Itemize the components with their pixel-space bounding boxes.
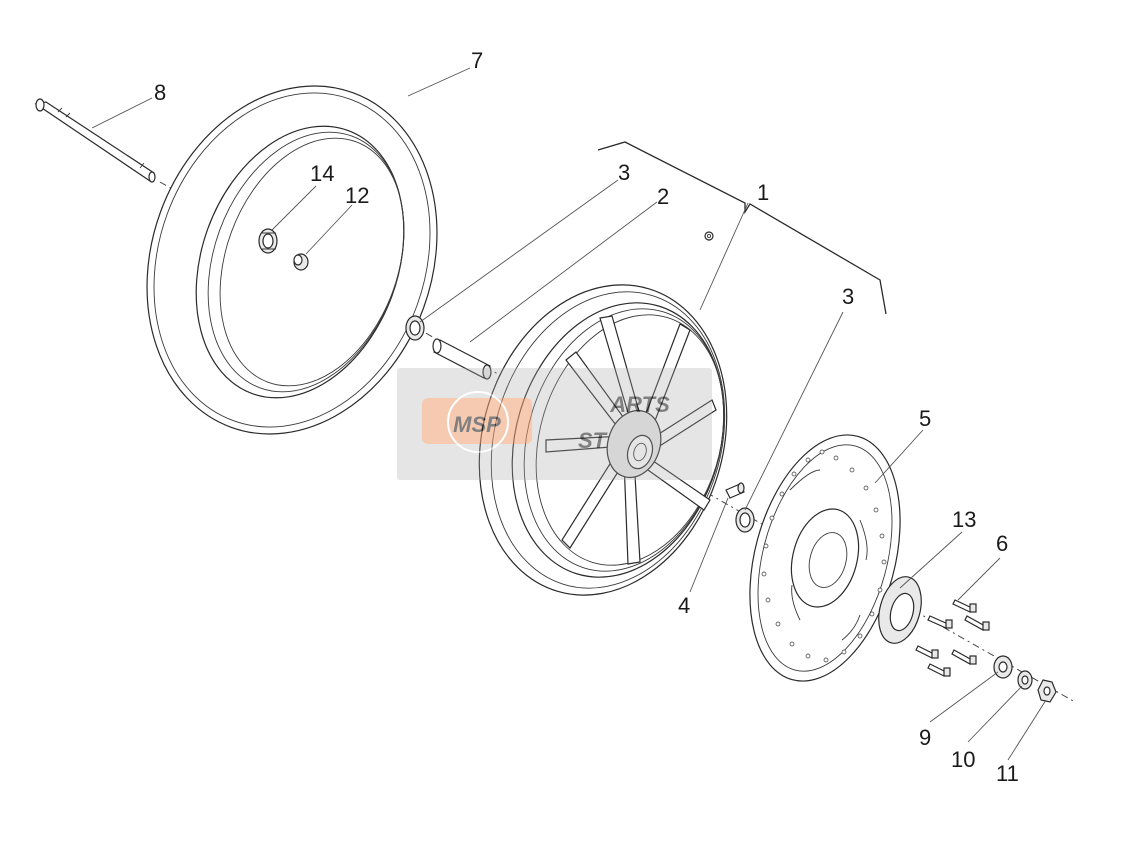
callout-2: 2 bbox=[657, 184, 669, 209]
washer-10 bbox=[1017, 670, 1033, 690]
callout-3-right: 3 bbox=[842, 284, 854, 309]
watermark-line1: ARTS bbox=[609, 392, 670, 417]
callout-3-left: 3 bbox=[618, 160, 630, 185]
bearing-left bbox=[405, 315, 425, 341]
valve bbox=[704, 231, 714, 241]
pin-4 bbox=[725, 482, 745, 499]
nut-11 bbox=[1037, 679, 1057, 703]
leader-lines bbox=[91, 67, 1047, 761]
callout-1: 1 bbox=[757, 180, 769, 205]
bushing-12 bbox=[293, 253, 309, 271]
callout-7: 7 bbox=[471, 48, 483, 73]
axle-shaft bbox=[34, 98, 156, 183]
bearing-right bbox=[735, 507, 755, 533]
callout-6: 6 bbox=[996, 531, 1008, 556]
spacer-tube bbox=[432, 338, 492, 380]
watermark: MSP ARTS ST bbox=[397, 368, 712, 480]
callout-5: 5 bbox=[919, 406, 931, 431]
rim-spokes bbox=[545, 315, 717, 565]
callout-4: 4 bbox=[678, 593, 690, 618]
callout-labels: 1 2 3 3 4 5 6 7 8 9 10 11 12 13 14 bbox=[154, 48, 1019, 786]
watermark-logo-text: MSP bbox=[453, 412, 501, 437]
callout-9: 9 bbox=[919, 725, 931, 750]
spacer-9 bbox=[993, 655, 1013, 679]
callout-8: 8 bbox=[154, 80, 166, 105]
brake-disc bbox=[749, 434, 901, 682]
group-bracket bbox=[597, 141, 887, 315]
callout-13: 13 bbox=[952, 507, 976, 532]
spacer-14 bbox=[258, 228, 278, 254]
callout-10: 10 bbox=[951, 747, 975, 772]
watermark-line2: ST bbox=[578, 428, 608, 453]
tone-ring bbox=[878, 576, 922, 644]
callout-12: 12 bbox=[345, 183, 369, 208]
wheel-rim bbox=[478, 284, 728, 596]
wheel-hub bbox=[606, 410, 662, 478]
callout-14: 14 bbox=[310, 161, 334, 186]
bolts bbox=[915, 599, 990, 677]
callout-11: 11 bbox=[996, 761, 1019, 786]
disc-holes bbox=[761, 449, 887, 663]
